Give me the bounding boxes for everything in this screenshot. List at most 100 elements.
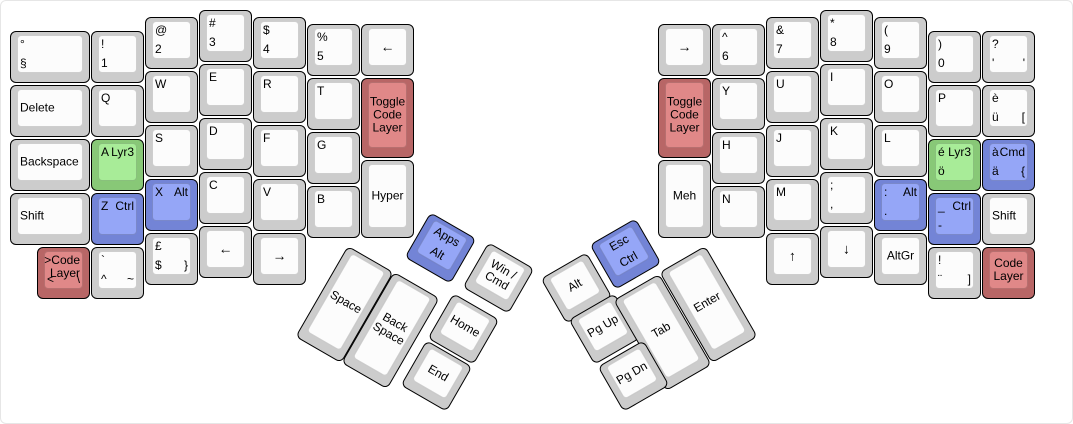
key-label: } bbox=[183, 258, 188, 272]
key-label: Win / Cmd bbox=[482, 256, 519, 293]
keycap-top: Code Layer bbox=[989, 251, 1028, 289]
keycap-top: F bbox=[260, 129, 299, 167]
keycap-top: N bbox=[719, 190, 758, 228]
key-l28: >Code Layer<\ bbox=[37, 247, 90, 299]
keycap-top: Shift bbox=[17, 197, 83, 235]
key-label: T bbox=[317, 84, 325, 98]
key-label: I bbox=[830, 70, 834, 84]
key-label: → bbox=[272, 247, 287, 264]
key-r6: )0 bbox=[928, 31, 981, 83]
key-r23: M bbox=[766, 179, 819, 231]
key-label: Alt bbox=[902, 185, 917, 199]
key-label: ` bbox=[101, 253, 105, 267]
key-label: é bbox=[938, 145, 945, 159]
keycap-top: ;, bbox=[827, 176, 866, 214]
key-label: Y bbox=[722, 84, 731, 98]
keycap-top: ^6 bbox=[719, 28, 758, 66]
key-label: Alt bbox=[565, 275, 585, 295]
key-label: ^ bbox=[722, 30, 728, 44]
key-l24: C bbox=[199, 172, 252, 224]
keycap-top: W bbox=[152, 75, 191, 113]
key-l27: Hyper bbox=[361, 160, 414, 238]
key-r4: *8 bbox=[820, 10, 873, 62]
key-label: ] bbox=[967, 272, 971, 286]
key-label: ← bbox=[218, 240, 233, 257]
keycap-top: V bbox=[260, 183, 299, 221]
key-label: K bbox=[830, 124, 839, 138]
key-label: End bbox=[425, 361, 451, 385]
key-l1: °§ bbox=[10, 31, 90, 83]
key-label: $ bbox=[263, 23, 270, 37]
key-label: Code Layer bbox=[993, 256, 1024, 283]
key-l13: T bbox=[307, 78, 360, 130]
key-r22: N bbox=[712, 186, 765, 238]
keycap-top: AltGr bbox=[881, 237, 920, 275]
key-label: U bbox=[776, 77, 785, 91]
keycap-top: D bbox=[206, 122, 245, 160]
key-r9: Y bbox=[712, 78, 765, 130]
keycap-top: Backspace bbox=[17, 143, 83, 181]
key-r2: ^6 bbox=[712, 24, 765, 76]
keycap-top: T bbox=[314, 82, 353, 120]
key-label: ? bbox=[992, 37, 999, 51]
keycap-top: >Code Layer<\ bbox=[44, 251, 83, 289]
key-l7: ← bbox=[361, 24, 414, 76]
key-label: Tab bbox=[648, 318, 673, 341]
key-r5: (9 bbox=[874, 17, 927, 69]
key-label: Enter bbox=[690, 288, 723, 315]
key-label: ! bbox=[101, 37, 105, 51]
key-label: L bbox=[884, 131, 891, 145]
key-r17: K bbox=[820, 118, 873, 170]
key-l5: $4 bbox=[253, 17, 306, 69]
key-label: à bbox=[992, 145, 999, 159]
keycap-top: K bbox=[827, 122, 866, 160]
keycap-top: (9 bbox=[881, 21, 920, 59]
key-label: Q bbox=[101, 91, 111, 105]
key-label: ) bbox=[938, 37, 942, 51]
key-l17: S bbox=[145, 125, 198, 177]
key-label: 0 bbox=[938, 56, 945, 70]
key-r21: Meh bbox=[658, 160, 711, 238]
key-r25: :Alt. bbox=[874, 179, 927, 231]
key-r31: !¨] bbox=[928, 247, 981, 299]
key-r1: → bbox=[658, 24, 711, 76]
key-r29: ↓ bbox=[820, 226, 873, 278]
key-label: ' bbox=[1022, 56, 1025, 70]
keycap-top: L bbox=[881, 129, 920, 167]
key-l11: E bbox=[199, 64, 252, 116]
key-label: ö bbox=[938, 164, 945, 178]
key-label: A bbox=[101, 145, 110, 159]
key-label: E bbox=[209, 70, 218, 84]
keycap-top: O bbox=[881, 75, 920, 113]
key-label: O bbox=[884, 77, 894, 91]
key-label: W bbox=[155, 77, 167, 91]
keycap-top: Y bbox=[719, 82, 758, 120]
key-label: N bbox=[722, 192, 731, 206]
key-label: Ctrl bbox=[952, 199, 971, 213]
key-l20: G bbox=[307, 132, 360, 184]
key-label: P bbox=[938, 91, 947, 105]
key-label: Cmd bbox=[999, 145, 1025, 159]
key-label: S bbox=[155, 131, 164, 145]
key-label: 2 bbox=[155, 42, 162, 56]
key-r15: H bbox=[712, 132, 765, 184]
key-label: Lyr3 bbox=[948, 145, 971, 159]
key-label: & bbox=[776, 23, 785, 37]
key-label: ' bbox=[992, 56, 995, 70]
key-r8: Toggle Code Layer bbox=[658, 78, 711, 158]
key-label: Z bbox=[101, 199, 109, 213]
key-l14: Toggle Code Layer bbox=[361, 78, 414, 158]
key-r28: ↑ bbox=[766, 233, 819, 285]
key-r11: I bbox=[820, 64, 873, 116]
key-label: < bbox=[47, 272, 55, 286]
keycap-top: £$} bbox=[152, 237, 191, 275]
key-label: ↓ bbox=[843, 240, 850, 257]
keycap-top: H bbox=[719, 136, 758, 174]
keycap-top: S bbox=[152, 129, 191, 167]
